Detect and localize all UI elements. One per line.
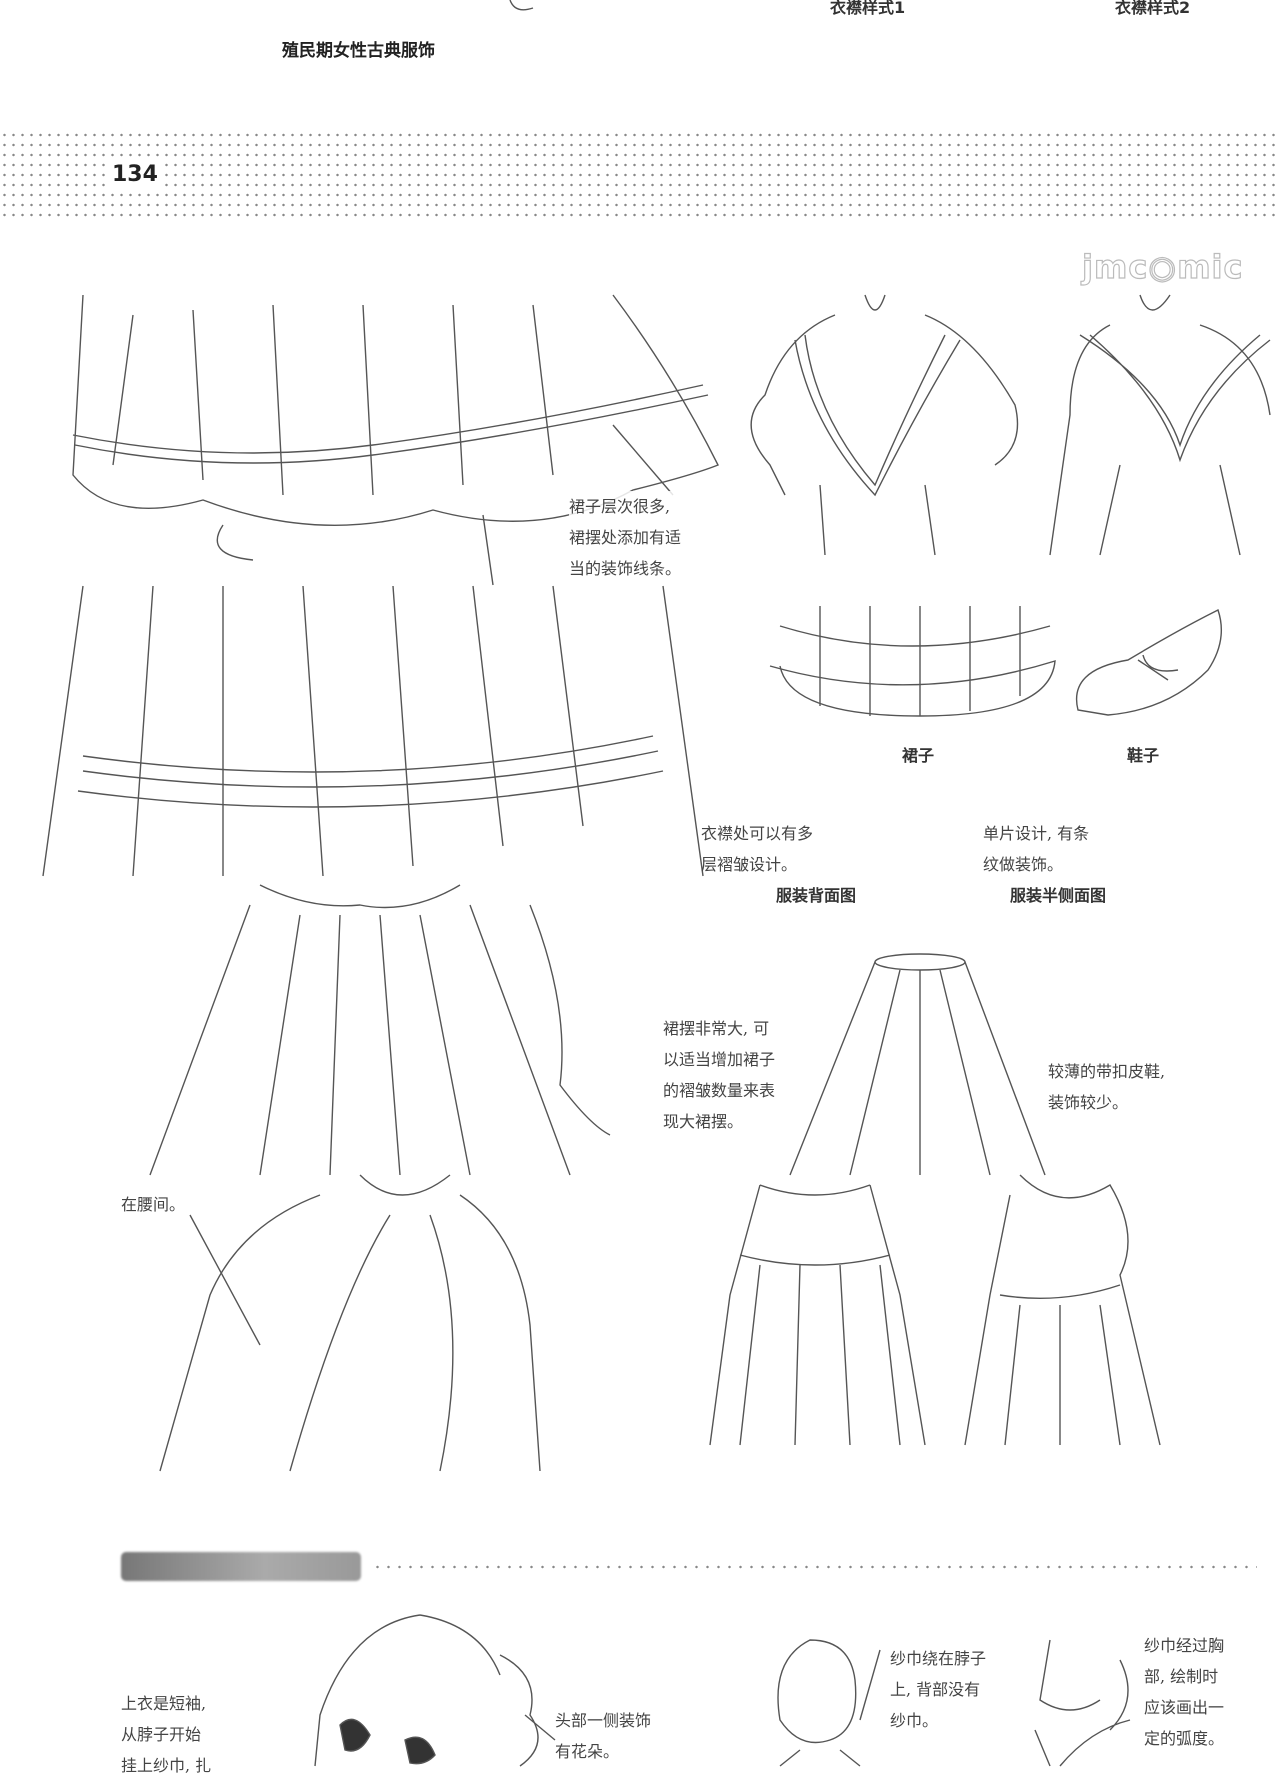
caption-line: 较薄的带扣皮鞋, <box>1048 1062 1166 1081</box>
flower-caption: 头部一侧装饰 有花朵。 <box>555 1705 651 1767</box>
scarf-figure-illustration <box>159 1174 541 1472</box>
collar-style-2-illustration <box>1049 294 1271 556</box>
skirt-layers-caption: 裙子层次很多, 裙摆处添加有适 当的装饰线条。 <box>569 491 739 584</box>
caption-line: 纹做装饰。 <box>983 855 1064 874</box>
caption-line: 应该画出一 <box>1144 1698 1225 1717</box>
layered-skirt-illustration <box>72 294 719 586</box>
label-collar-style-2: 衣襟样式2 <box>1115 0 1191 17</box>
caption-line: 层褶皱设计。 <box>701 855 798 874</box>
caption-line: 有花朵。 <box>555 1742 620 1761</box>
caption-line: 头部一侧装饰 <box>555 1711 652 1730</box>
caption-line: 以适当增加裙子 <box>663 1050 776 1069</box>
hem-caption: 裙摆非常大, 可 以适当增加裙子 的褶皱数量来表 现大裙摆。 <box>663 1013 775 1137</box>
caption-line: 上衣是短袖, <box>121 1694 207 1713</box>
hair-bun-back-illustration <box>777 1639 881 1767</box>
scarf-chest-illustration <box>1034 1639 1131 1767</box>
girl-face-illustration <box>314 1614 556 1767</box>
caption-line: 上, 背部没有 <box>890 1680 981 1699</box>
scarf-chest-caption: 纱巾经过胸 部, 绘制时 应该画出一 定的弧度。 <box>1144 1630 1224 1754</box>
caption-line: 裙摆处添加有适 <box>569 528 682 547</box>
dotted-band <box>0 130 1280 220</box>
caption-line: 部, 绘制时 <box>1144 1667 1219 1686</box>
section-title: 殖民期女性古典服饰 <box>282 41 435 61</box>
shoe-caption: 较薄的带扣皮鞋, 装饰较少。 <box>1048 1056 1165 1118</box>
waist-caption: 在腰间。 <box>121 1195 186 1214</box>
section-heading-bar <box>121 1552 361 1581</box>
dress-side-illustration <box>964 1174 1161 1446</box>
collar-caption: 衣襟处可以有多 层褶皱设计。 <box>701 818 813 880</box>
caption-line: 衣襟处可以有多 <box>701 824 814 843</box>
label-half-side-view: 服装半侧面图 <box>1010 886 1107 905</box>
caption-line: 现大裙摆。 <box>663 1112 744 1131</box>
caption-line: 装饰较少。 <box>1048 1093 1129 1112</box>
full-skirt-illustration <box>789 953 1046 1176</box>
label-skirt: 裙子 <box>902 746 935 765</box>
label-collar-style-1: 衣襟样式1 <box>830 0 906 17</box>
caption-line: 的褶皱数量来表 <box>663 1081 776 1100</box>
page-number: 134 <box>108 162 162 187</box>
pleated-skirt-illustration <box>42 585 704 877</box>
caption-line: 裙摆非常大, 可 <box>663 1019 770 1038</box>
neck-sketch-fragment <box>509 0 534 11</box>
label-shoes: 鞋子 <box>1127 746 1160 765</box>
label-back-view: 服装背面图 <box>776 886 857 905</box>
gathered-skirt-illustration <box>149 884 611 1176</box>
caption-line: 纱巾绕在脖子 <box>890 1649 987 1668</box>
caption-line: 从脖子开始 <box>121 1725 202 1744</box>
caption-line: 单片设计, 有条 <box>983 824 1090 843</box>
shoe-illustration <box>1076 609 1223 716</box>
caption-line: 纱巾经过胸 <box>1144 1636 1225 1655</box>
caption-line: 纱巾。 <box>890 1711 939 1730</box>
single-piece-caption: 单片设计, 有条 纹做装饰。 <box>983 818 1089 880</box>
short-sleeve-caption: 上衣是短袖, 从脖子开始 挂上纱巾, 扎 <box>121 1688 211 1781</box>
dress-front-illustration <box>709 1184 926 1446</box>
caption-line: 定的弧度。 <box>1144 1729 1225 1748</box>
watermark-logo: jmc◉mic <box>1081 247 1244 286</box>
caption-line: 裙子层次很多, <box>569 497 671 516</box>
caption-line: 当的装饰线条。 <box>569 559 682 578</box>
skirt-detail-illustration <box>769 606 1056 717</box>
dotted-divider <box>372 1562 1257 1572</box>
collar-style-1-illustration <box>750 294 1019 556</box>
scarf-neck-caption: 纱巾绕在脖子 上, 背部没有 纱巾。 <box>890 1643 986 1736</box>
